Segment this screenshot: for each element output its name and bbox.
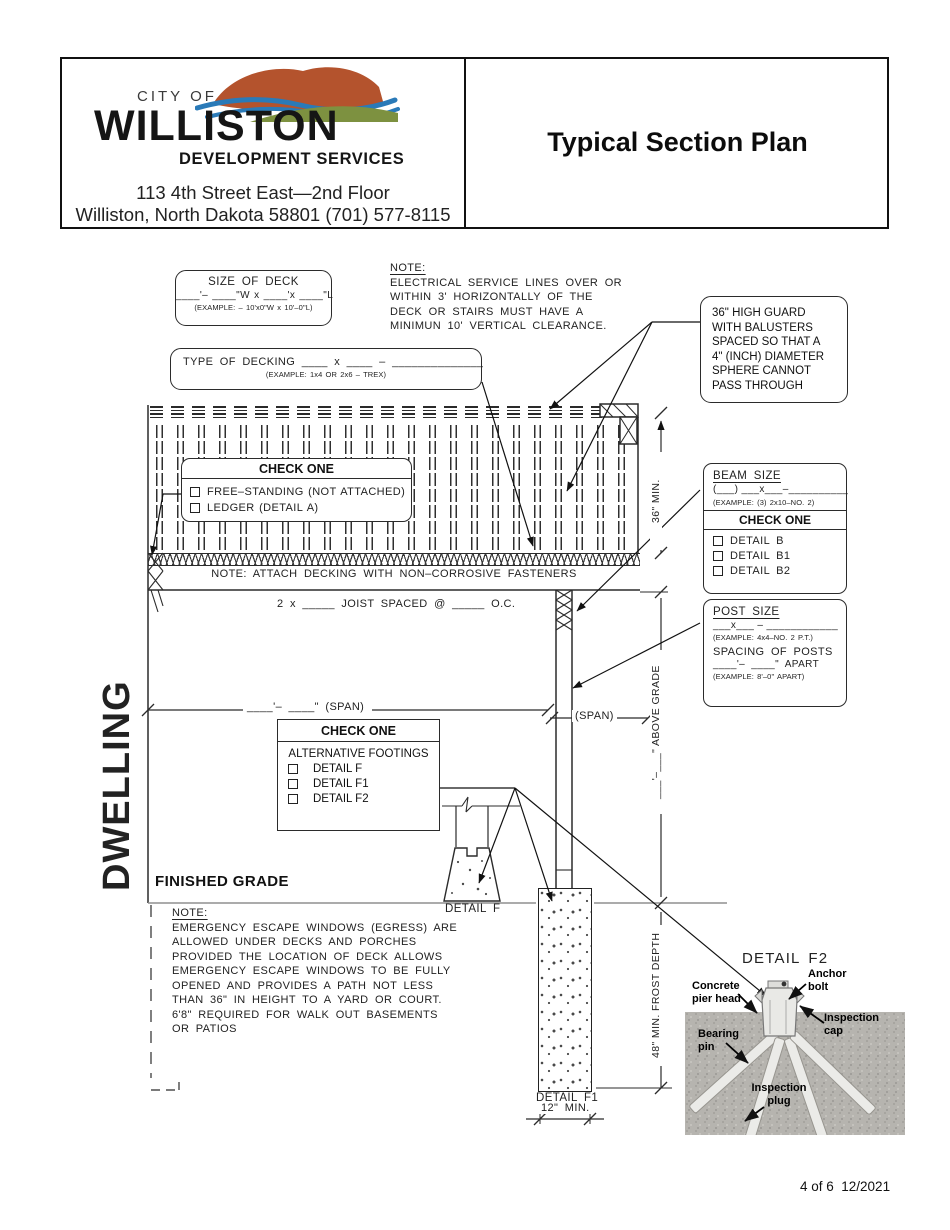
footing-check-box: CHECK ONE ALTERNATIVE FOOTINGS DETAIL F … bbox=[277, 719, 440, 831]
logo-name: WILLISTON bbox=[94, 102, 339, 150]
egress-note-line: OR PATIOS bbox=[172, 1023, 237, 1035]
checkbox-icon bbox=[713, 551, 723, 561]
egress-note-line: PROVIDED THE LOCATION OF DECK ALLOWS bbox=[172, 950, 443, 963]
beam-size-title: BEAM SIZE bbox=[713, 470, 781, 482]
header-address-line2: Williston, North Dakota 58801 (701) 577-… bbox=[75, 204, 451, 225]
detail-f-label: DETAIL F bbox=[445, 903, 501, 915]
header-right-box bbox=[466, 57, 889, 229]
header-left-box bbox=[60, 57, 466, 229]
post-size-example: (EXAMPLE: 4x4–NO. 2 P.T.) bbox=[713, 633, 813, 642]
decking-boards bbox=[148, 553, 640, 566]
detail-f2-inspection-cap-label: Inspection cap bbox=[824, 1012, 880, 1037]
detail-f2-concrete-pier-head-label: Concrete pier head bbox=[692, 980, 741, 1005]
egress-note: NOTE: EMERGENCY ESCAPE WINDOWS (EGRESS) … bbox=[172, 907, 457, 1035]
dwelling-label: DWELLING bbox=[96, 680, 138, 891]
checkbox-icon bbox=[288, 794, 298, 804]
checkbox-icon bbox=[190, 503, 200, 513]
footing-width-dim: 12" MIN. bbox=[539, 1102, 592, 1114]
detail-f2-title: DETAIL F2 bbox=[742, 950, 829, 967]
frost-depth-dim: 48" MIN. FROST DEPTH bbox=[650, 925, 662, 1066]
footing-option-detail-f: DETAIL F bbox=[313, 763, 363, 775]
decking-fastener-note: NOTE: ATTACH DECKING WITH NON–CORROSIVE … bbox=[211, 568, 577, 580]
footing-option-detail-f2: DETAIL F2 bbox=[313, 793, 369, 805]
logo-graphic bbox=[195, 67, 400, 122]
size-of-deck-blanks: ____'– ____"W x ____'x ____"L bbox=[176, 290, 334, 301]
post-size-title: POST SIZE bbox=[713, 606, 780, 618]
beam-option-detail-b1: DETAIL B1 bbox=[730, 550, 791, 562]
beam-option-detail-b: DETAIL B bbox=[730, 535, 784, 547]
guard-height-dim: 36" MIN. bbox=[650, 452, 662, 550]
header-address-line1: 113 4th Street East—2nd Floor bbox=[136, 182, 390, 203]
checkbox-icon bbox=[288, 779, 298, 789]
electrical-note: NOTE: ELECTRICAL SERVICE LINES OVER OR W… bbox=[390, 262, 622, 332]
egress-note-line: EMERGENCY ESCAPE WINDOWS TO BE FULLY bbox=[172, 965, 451, 977]
beam-size-box: BEAM SIZE (___) ___x___–__________ (EXAM… bbox=[703, 463, 849, 594]
attachment-option-ledger: LEDGER (DETAIL A) bbox=[207, 502, 319, 514]
footing-check-header: CHECK ONE bbox=[278, 720, 439, 742]
page-title: Typical Section Plan bbox=[547, 127, 808, 157]
logo-tagline: DEVELOPMENT SERVICES bbox=[179, 150, 405, 168]
footing-check-subtitle: ALTERNATIVE FOOTINGS bbox=[288, 748, 429, 760]
electrical-note-line: WITHIN 3' HORIZONTALLY OF THE bbox=[390, 291, 593, 303]
type-of-decking-example: (EXAMPLE: 1x4 OR 2x6 – TREX) bbox=[265, 370, 387, 379]
guard-note-line: SPHERE CANNOT bbox=[712, 365, 812, 378]
electrical-note-line: ELECTRICAL SERVICE LINES OVER OR bbox=[390, 276, 623, 289]
size-of-deck-title: SIZE OF DECK bbox=[208, 276, 299, 288]
span-post-label: (SPAN) bbox=[572, 710, 617, 722]
post-spacing-example: (EXAMPLE: 8'–0" APART) bbox=[713, 672, 805, 681]
concrete-pier-f1 bbox=[538, 888, 592, 1092]
checkbox-icon bbox=[190, 487, 200, 497]
type-of-decking-box: TYPE OF DECKING ____ x ____ – __________… bbox=[170, 348, 484, 390]
joist-label: 2 x _____ JOIST SPACED @ _____ O.C. bbox=[277, 598, 516, 610]
post-spacing-blanks: ____'– ____" APART bbox=[713, 659, 820, 670]
detail-f2-anchor-bolt-label: Anchor bolt bbox=[808, 968, 847, 993]
electrical-note-label: NOTE: bbox=[390, 262, 426, 274]
electrical-note-line: MINIMUN 10' VERTICAL CLEARANCE. bbox=[390, 320, 607, 332]
egress-note-label: NOTE: bbox=[172, 907, 208, 919]
checkbox-icon bbox=[288, 764, 298, 774]
size-of-deck-box: SIZE OF DECK ____'– ____"W x ____'x ____… bbox=[175, 270, 334, 326]
detail-f2-inspection-plug-label: Inspection plug bbox=[751, 1082, 807, 1107]
footing-option-detail-f1: DETAIL F1 bbox=[313, 778, 369, 790]
post-spacing-label: SPACING OF POSTS bbox=[713, 646, 833, 658]
detail-f2-bearing-pin-label: Bearing pin bbox=[698, 1028, 739, 1053]
egress-note-line: OPENED AND PROVIDES A PATH NOT LESS bbox=[172, 979, 434, 992]
guard-note-box: 36" HIGH GUARD WITH BALUSTERS SPACED SO … bbox=[700, 296, 848, 403]
attachment-check-box: CHECK ONE FREE–STANDING (NOT ATTACHED) L… bbox=[181, 458, 412, 522]
egress-note-line: 6'8" REQUIRED FOR WALK OUT BASEMENTS bbox=[172, 1008, 438, 1021]
size-of-deck-example: (EXAMPLE: – 10'x0"W x 10'–0"L) bbox=[194, 303, 313, 312]
guard-rail-bottom bbox=[150, 413, 602, 419]
post-size-blanks: ___x___ – ____________ bbox=[713, 620, 839, 631]
egress-note-line: THAN 36" IN HEIGHT TO A YARD OR COURT. bbox=[172, 994, 442, 1006]
logo-city-of: CITY OF bbox=[137, 88, 217, 105]
beam-option-detail-b2: DETAIL B2 bbox=[730, 565, 791, 577]
guard-note-line: 36" HIGH GUARD bbox=[712, 307, 806, 319]
above-grade-dim: ___'–___" ABOVE GRADE bbox=[650, 650, 662, 814]
page-footer: 4 of 6 12/2021 bbox=[800, 1179, 891, 1194]
type-of-decking-label: TYPE OF DECKING ____ x ____ – __________… bbox=[183, 356, 484, 368]
electrical-note-line: DECK OR STAIRS MUST HAVE A bbox=[390, 305, 584, 318]
post-size-box: POST SIZE ___x___ – ____________ (EXAMPL… bbox=[703, 599, 847, 707]
guard-note-line: PASS THROUGH bbox=[712, 379, 803, 392]
checkbox-icon bbox=[713, 536, 723, 546]
finished-grade-label: FINISHED GRADE bbox=[155, 873, 289, 890]
guard-note-line: 4" (INCH) DIAMETER bbox=[712, 350, 825, 363]
checkbox-icon bbox=[713, 566, 723, 576]
guard-rail-top bbox=[150, 406, 602, 412]
attachment-option-free-standing: FREE–STANDING (NOT ATTACHED) bbox=[207, 486, 406, 498]
egress-note-line: ALLOWED UNDER DECKS AND PORCHES bbox=[172, 936, 417, 948]
beam-size-blanks: (___) ___x___–__________ bbox=[713, 484, 849, 495]
beam-check-header: CHECK ONE bbox=[704, 510, 846, 530]
attachment-check-header: CHECK ONE bbox=[182, 459, 411, 479]
span-label: ____'– ____" (SPAN) bbox=[243, 701, 369, 713]
guard-note-line: SPACED SO THAT A bbox=[712, 336, 821, 349]
guard-note-line: WITH BALUSTERS bbox=[712, 321, 813, 334]
egress-note-line: EMERGENCY ESCAPE WINDOWS (EGRESS) ARE bbox=[172, 921, 458, 934]
beam-size-example: (EXAMPLE: (3) 2x10–NO. 2) bbox=[713, 498, 815, 507]
